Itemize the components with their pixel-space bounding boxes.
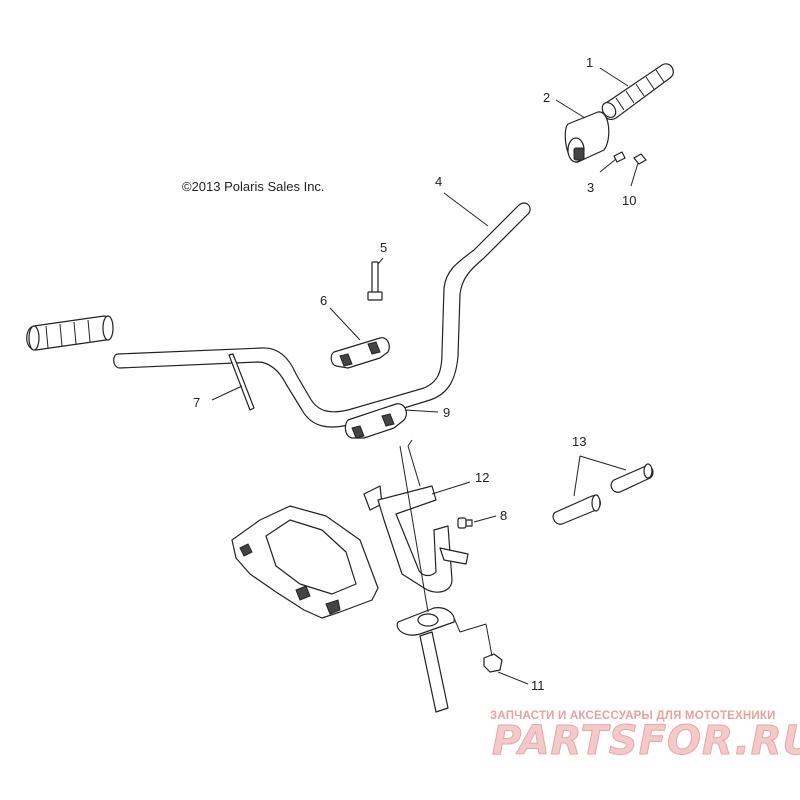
part-8-screw[interactable] bbox=[457, 517, 473, 529]
leader-2 bbox=[555, 99, 586, 119]
callout-1: 1 bbox=[586, 55, 593, 70]
leader-4 bbox=[443, 192, 489, 227]
leader-11-path-c bbox=[485, 623, 493, 657]
callout-11: 11 bbox=[531, 678, 545, 693]
leader-3 bbox=[599, 158, 617, 173]
part-9-lower-clamp[interactable] bbox=[344, 403, 408, 439]
watermark-tagline: ЗАПЧАСТИ И АКСЕССУАРЫ ДЛЯ МОТОТЕХНИКИ bbox=[490, 710, 776, 722]
part-4-handlebar[interactable] bbox=[113, 202, 531, 428]
callout-8: 8 bbox=[500, 508, 507, 523]
leader-13a bbox=[573, 455, 581, 497]
part-10-nut[interactable] bbox=[633, 153, 647, 165]
part-1-right-grip[interactable] bbox=[599, 63, 674, 120]
callout-6: 6 bbox=[320, 293, 327, 308]
callout-13: 13 bbox=[572, 434, 586, 449]
part-steering-column[interactable] bbox=[396, 445, 455, 713]
part-6-upper-clamp[interactable] bbox=[330, 337, 390, 369]
part-7-rod[interactable] bbox=[228, 353, 255, 411]
leader-12 bbox=[431, 481, 471, 495]
callout-12: 12 bbox=[475, 470, 489, 485]
leader-7 bbox=[211, 385, 243, 401]
callout-10: 10 bbox=[622, 193, 636, 208]
watermark-brand: PARTSFOR.RU bbox=[492, 718, 800, 764]
part-5-bolt[interactable] bbox=[367, 261, 383, 301]
part-handlebar-cover[interactable] bbox=[231, 505, 379, 619]
part-11-nut[interactable] bbox=[483, 653, 503, 673]
part-left-grip[interactable] bbox=[26, 315, 114, 351]
leader-11 bbox=[497, 671, 529, 685]
leader-11-path bbox=[453, 617, 461, 633]
callout-2: 2 bbox=[543, 90, 550, 105]
leader-5 bbox=[377, 257, 384, 265]
leader-1 bbox=[599, 67, 629, 87]
leader-13b bbox=[579, 455, 627, 471]
leader-8 bbox=[473, 515, 497, 523]
part-3-screw[interactable] bbox=[613, 151, 626, 163]
callout-9: 9 bbox=[443, 405, 450, 420]
part-12-bracket[interactable] bbox=[363, 439, 469, 593]
callout-4: 4 bbox=[435, 174, 442, 189]
leader-9 bbox=[404, 409, 439, 413]
callout-7: 7 bbox=[193, 395, 200, 410]
part-13-sleeve-b[interactable] bbox=[610, 463, 654, 493]
copyright-text: ©2013 Polaris Sales Inc. bbox=[182, 179, 325, 194]
callout-3: 3 bbox=[587, 180, 594, 195]
part-2-throttle-housing[interactable] bbox=[564, 111, 610, 163]
leader-10 bbox=[630, 162, 639, 187]
leader-6 bbox=[329, 307, 361, 341]
part-13-sleeve-a[interactable] bbox=[552, 494, 601, 525]
leader-11-path-b bbox=[459, 623, 487, 633]
callout-5: 5 bbox=[380, 240, 387, 255]
